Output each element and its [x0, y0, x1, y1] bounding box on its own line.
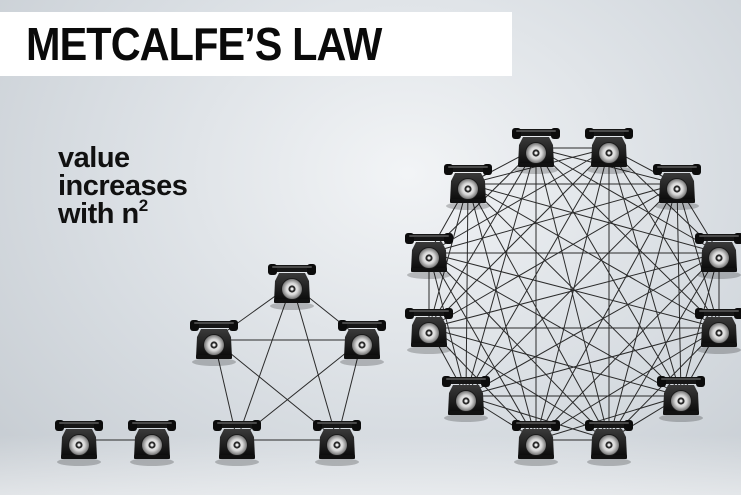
twelve-phones-link-3-7	[535, 252, 720, 441]
telephone-nodes	[54, 127, 741, 467]
five-phones-link-0-3	[236, 283, 293, 441]
caption-line-1: value	[58, 142, 130, 174]
twelve-phones-link-3-6	[608, 252, 720, 441]
twelve-phones-link-5-10	[428, 252, 682, 397]
caption: value increases with n2	[58, 142, 188, 230]
telephone-icon	[212, 419, 262, 467]
twelve-phones-link-0-4	[535, 147, 720, 329]
twelve-phones-link-2-5	[676, 183, 682, 397]
twelve-phones-link-8-11	[465, 183, 469, 397]
telephone-icon	[511, 419, 561, 467]
telephone-icon	[404, 307, 454, 355]
twelve-phones-link-4-8	[465, 327, 720, 397]
twelve-phones-link-7-10	[428, 252, 537, 441]
twelve-phones-link-3-11	[467, 183, 720, 254]
twelve-phones-link-2-10	[428, 183, 678, 254]
twelve-phones-link-4-11	[467, 183, 720, 329]
telephone-icon	[584, 127, 634, 175]
twelve-phones-link-4-10	[428, 252, 720, 329]
twelve-phones-link-6-8	[465, 395, 610, 441]
telephone-icon	[54, 419, 104, 467]
telephone-icon	[511, 127, 561, 175]
caption-line-3-text: with n	[58, 198, 139, 230]
twelve-phones-link-6-11	[467, 183, 610, 441]
twelve-phones-link-4-7	[535, 327, 720, 441]
twelve-phones-link-2-9	[428, 183, 678, 329]
twelve-phones-link-1-7	[535, 147, 610, 441]
telephone-icon	[694, 232, 741, 280]
caption-line-3: with n2	[58, 197, 187, 230]
telephone-icon	[652, 163, 702, 211]
telephone-icon	[189, 319, 239, 367]
twelve-phones-link-2-6	[608, 183, 678, 441]
twelve-phones-link-1-10	[428, 147, 610, 254]
twelve-phones-link-2-7	[535, 183, 678, 441]
caption-line-2: increases	[58, 170, 188, 202]
telephone-icon	[127, 419, 177, 467]
twelve-phones-link-0-3	[535, 147, 720, 254]
twelve-phones-link-5-11	[467, 183, 682, 397]
telephone-icon	[694, 307, 741, 355]
twelve-phones-link-5-9	[428, 327, 682, 397]
twelve-phones-link-1-9	[428, 147, 610, 329]
telephone-icon	[584, 419, 634, 467]
connection-lines	[79, 147, 720, 441]
twelve-phones-link-3-8	[465, 252, 720, 397]
five-phones-link-0-2	[291, 283, 338, 441]
telephone-icon	[312, 419, 362, 467]
twelve-phones-link-6-9	[428, 327, 610, 441]
telephone-icon	[443, 163, 493, 211]
twelve-phones-link-1-8	[465, 147, 610, 397]
telephone-icon	[337, 319, 387, 367]
page-title: METCALFE’S LAW	[26, 18, 382, 70]
telephone-icon	[656, 375, 706, 423]
twelve-phones-link-7-11	[467, 183, 537, 441]
title-banner: METCALFE’S LAW	[0, 12, 512, 76]
twelve-phones-link-5-7	[535, 395, 682, 441]
telephone-icon	[404, 232, 454, 280]
caption-exponent: 2	[138, 196, 148, 215]
twelve-phones-link-6-10	[428, 252, 610, 441]
telephone-icon	[441, 375, 491, 423]
telephone-icon	[267, 263, 317, 311]
